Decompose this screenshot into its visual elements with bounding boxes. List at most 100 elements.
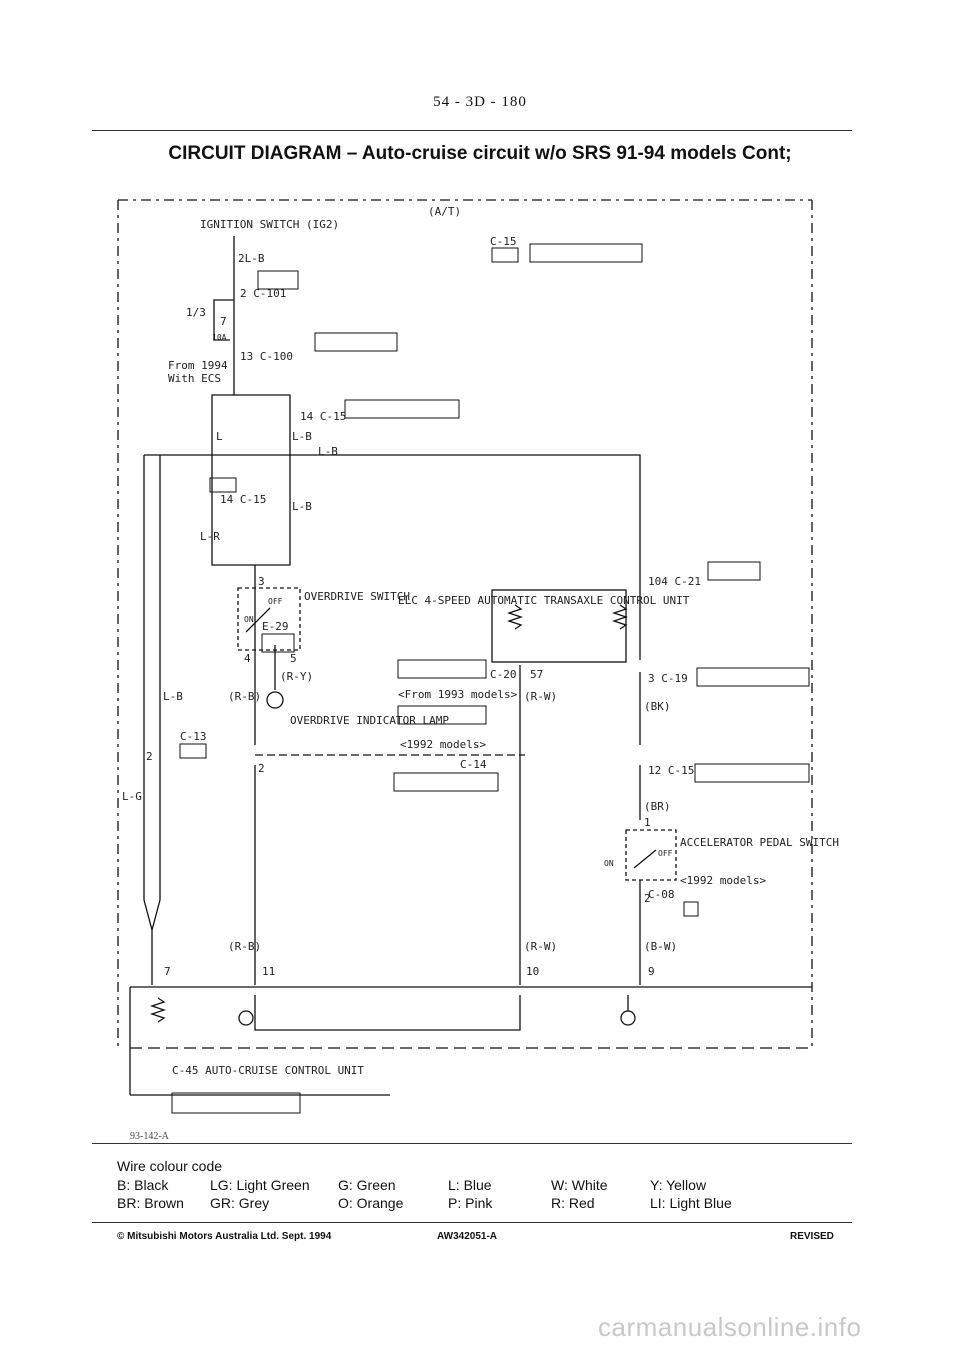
legend-light-green: LG: Light Green [210,1177,310,1193]
label-wire-lb-left: L-B [292,500,312,513]
label-wire-l-far: L [216,430,223,443]
overdrive-lamp [266,691,284,709]
wire-ecs [211,394,234,455]
conn-grid-c20b [397,705,487,725]
label-wire-ry: (R-Y) [280,670,313,683]
page-number: 54 - 3D - 180 [433,94,527,110]
label-pin-57: 57 [530,668,543,681]
conn-grid-c100 [314,332,398,352]
label-pin-7: 7 [164,965,171,978]
label-accel-off: OFF [658,849,673,858]
footer-copyright: © Mitsubishi Motors Australia Ltd. Sept.… [117,1231,332,1242]
legend-white: W: White [551,1177,608,1193]
label-od-on: ON [244,615,254,624]
label-wire-rw-low: (R-W) [524,940,557,953]
accelerator-switch-box [625,829,677,881]
label-wire-bk: (BK) [644,700,671,713]
label-1992-models: <1992 models> [400,738,486,751]
conn-grid-c15-mid [344,399,460,419]
figure-code: 93-142-A [130,1131,169,1142]
label-wire-lb-bus: L-B [318,445,338,458]
label-elc-unit: ELC 4-SPEED AUTOMATIC TRANSAXLE CONTROL … [398,594,690,607]
label-wire-rb: (R-B) [228,690,261,703]
wire-ign-branch [213,299,234,341]
elc-resistor-1 [506,604,524,630]
label-accel-1992: <1992 models> [680,874,766,887]
label-wire-lg: L-G [122,790,142,803]
label-pin-1: 1 [644,816,651,829]
watermark: carmanualsonline.info [598,1312,862,1342]
legend-light-blue: LI: Light Blue [650,1195,732,1211]
conn-grid-c45 [171,1092,301,1114]
wire-lr [211,455,255,566]
wire-lb2 [255,455,291,566]
label-pin-9: 9 [648,965,655,978]
label-fuse: 7 [220,315,227,328]
label-pin-2b: 2 [258,762,265,775]
label-pin-10: 10 [526,965,539,978]
cu-transistor-left [238,1010,254,1026]
label-wire-rb-low: (R-B) [228,940,261,953]
legend-blue: L: Blue [448,1177,492,1193]
label-c15-top: C-15 [490,235,517,248]
legend-grey: GR: Grey [210,1195,270,1211]
elc-resistor-2 [611,604,629,630]
legend-green: G: Green [338,1177,396,1193]
wire-bus-lb [144,454,641,580]
label-wire-2lb: 2L-B [238,252,265,265]
label-ignition-switch: IGNITION SWITCH (IG2) [200,218,339,231]
conn-box-c13 [179,743,207,759]
wire-left-join [143,899,161,933]
diagram-title: CIRCUIT DIAGRAM – Auto-cruise circuit w/… [168,143,792,164]
label-wire-lb-small: L-B [163,690,183,703]
label-od-off: OFF [268,597,283,606]
label-c20: C-20 [490,668,517,681]
conn-grid-c21 [707,561,761,581]
label-c19: 3 C-19 [648,672,688,685]
wire-to-c15 [233,370,291,455]
accelerator-blade [633,849,657,869]
label-pin-2a: 2 [146,750,153,763]
label-wire-lb: L-B [292,430,312,443]
footer-document-code: AW342051-A [437,1231,498,1242]
label-pin-5: 5 [290,652,297,665]
legend-yellow: Y: Yellow [650,1177,707,1193]
legend-orange: O: Orange [338,1195,404,1211]
overdrive-switch-blade [245,607,271,633]
conn-grid-c19 [696,667,810,687]
conn-box-c15-top [491,247,519,263]
legend-title: Wire colour code [117,1158,223,1174]
label-c13: C-13 [180,730,207,743]
label-c15-left: 14 C-15 [220,493,266,506]
label-fuse-rating: 10A [212,333,227,342]
label-c45: C-45 AUTO-CRUISE CONTROL UNIT [172,1064,364,1077]
footer-status: REVISED [790,1231,834,1242]
label-c14: C-14 [460,758,487,771]
label-from-1993: <From 1993 models> [398,688,518,701]
top-rule [92,130,852,131]
cu-resistor [149,997,167,1023]
overdrive-switch-box [237,587,301,651]
label-wire-rw: (R-W) [524,690,557,703]
label-wire-bw: (B-W) [644,940,677,953]
conn-grid-c15-top [529,243,643,263]
legend-red: R: Red [551,1195,595,1211]
conn-grid-c15-right [694,763,810,783]
label-pin-2c: 2 [644,892,651,905]
label-e29: E-29 [262,620,289,633]
label-from-1994: From 1994 [168,359,228,372]
conn-grid-c101 [257,270,299,290]
label-pin-4: 4 [244,652,251,665]
circuit-diagram: (A/T) IGNITION SWITCH (IG2) 2 C-101 13 C… [117,199,839,1114]
conn-grid-e29 [261,633,295,653]
label-accel-on: ON [604,859,614,868]
label-wire-lr: L-R [200,530,220,543]
legend-black: B: Black [117,1177,169,1193]
label-fuse-note: 1/3 [186,306,206,319]
label-pin-3: 3 [258,575,265,588]
legend-brown: BR: Brown [117,1195,184,1211]
label-overdrive-lamp: OVERDRIVE INDICATOR LAMP [290,714,449,727]
label-c21: 104 C-21 [648,575,701,588]
label-c08: C-08 [648,888,675,901]
label-c101: 2 C-101 [240,287,286,300]
